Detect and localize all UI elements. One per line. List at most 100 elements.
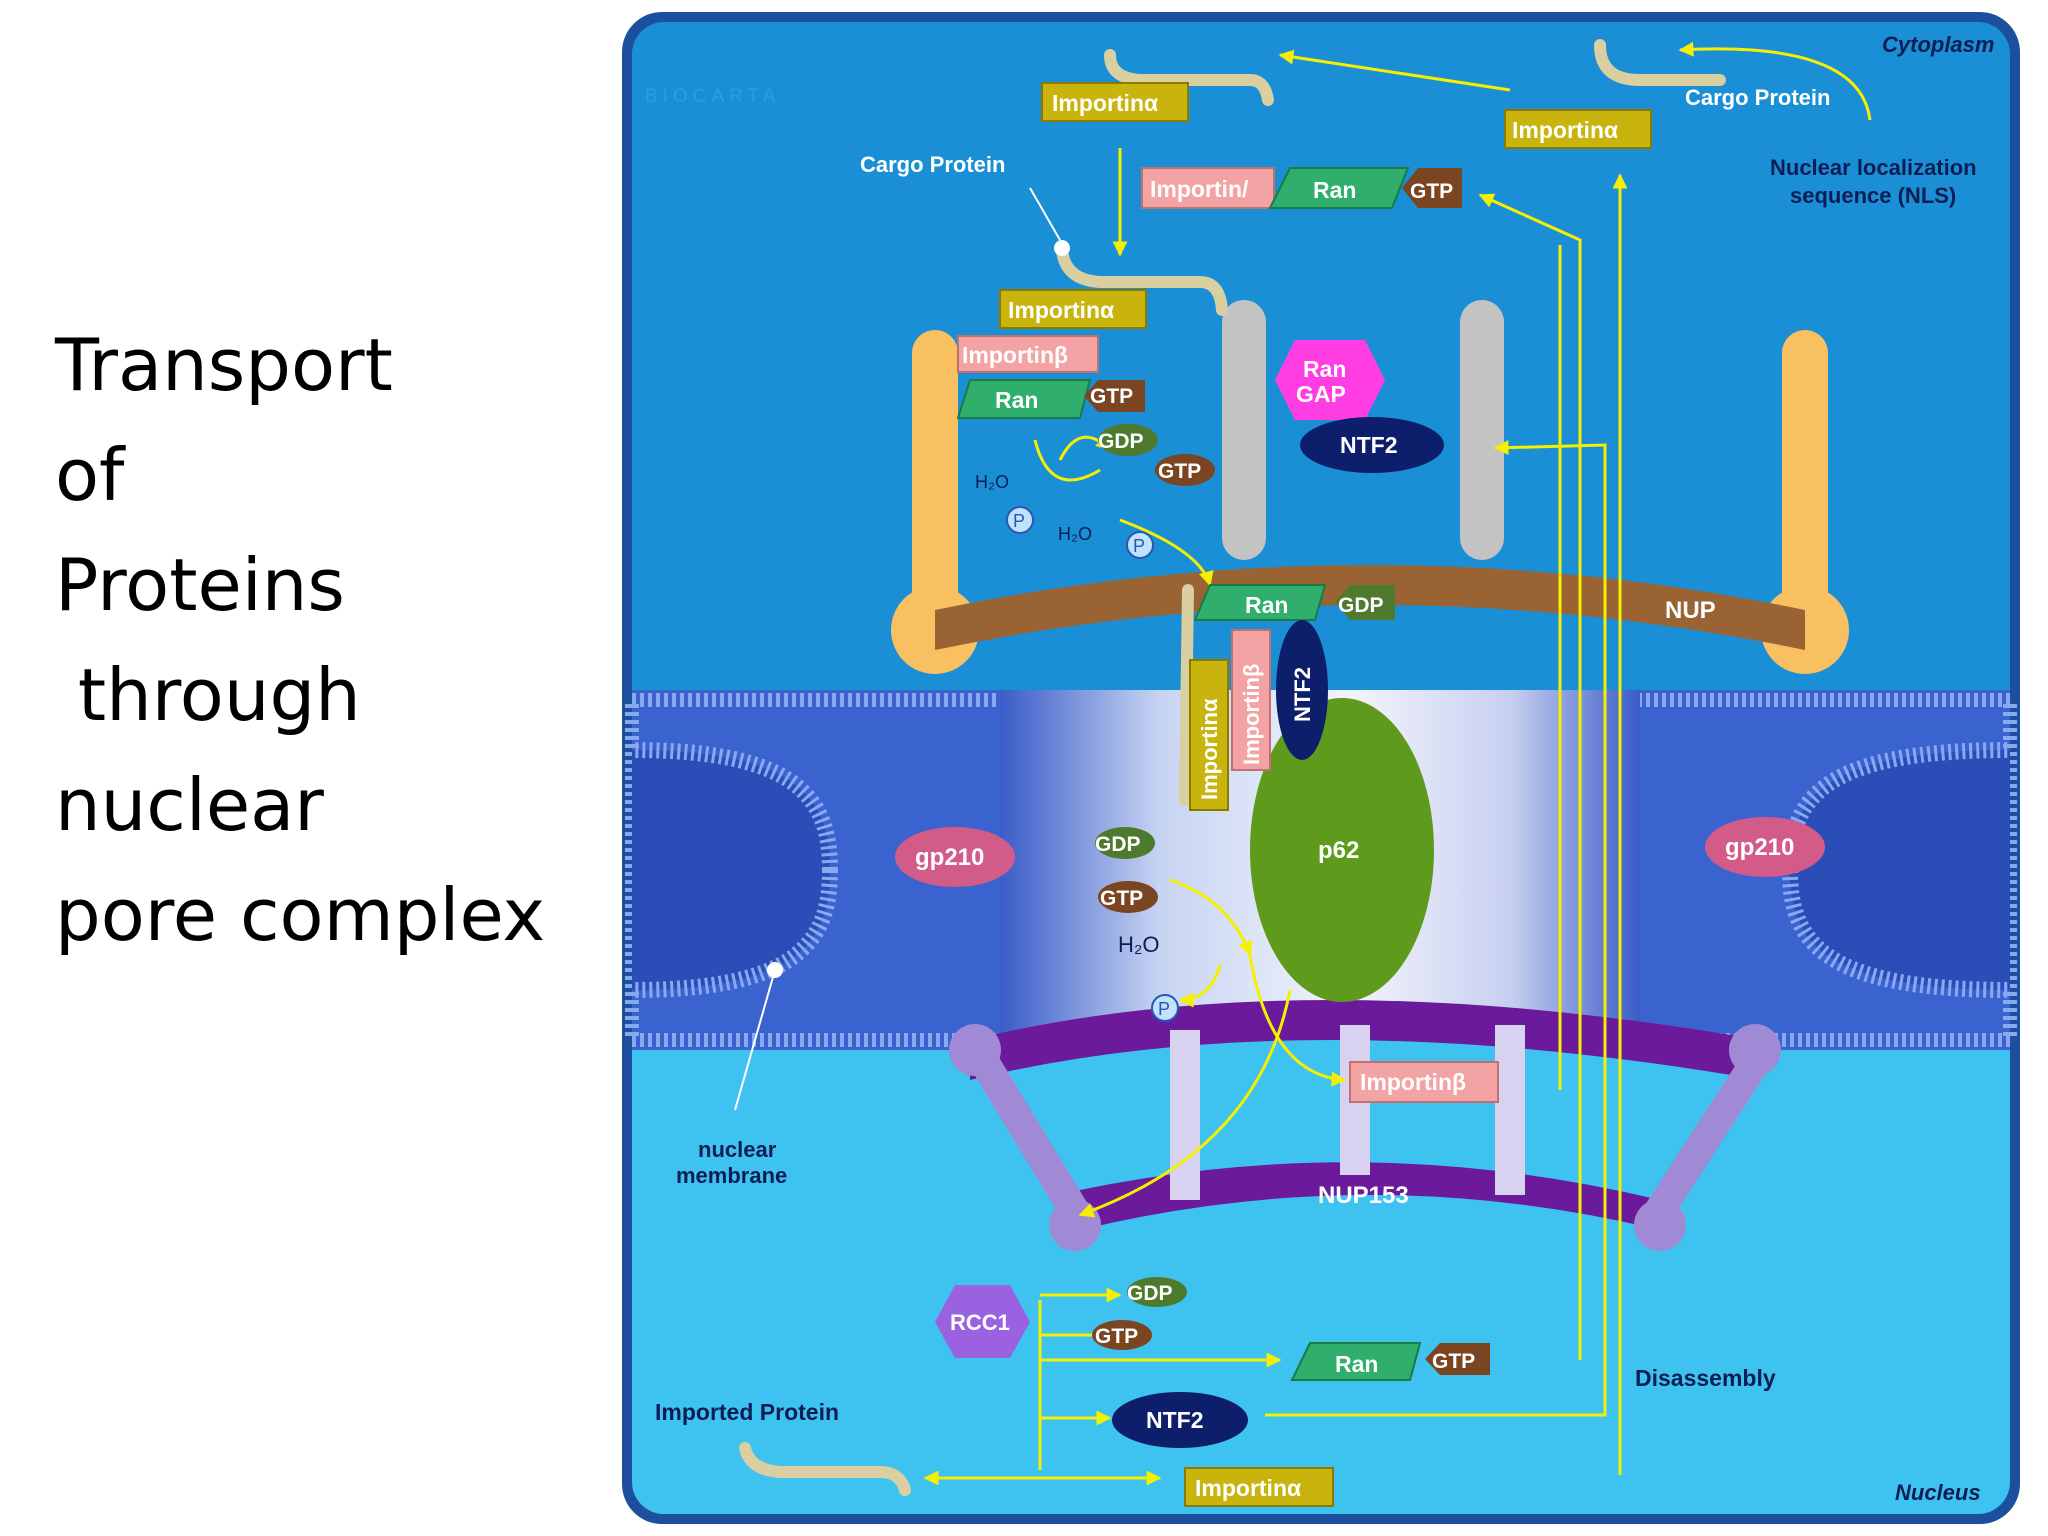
gtp-mid-2-label: GTP [1158, 460, 1201, 483]
nup-label: NUP [1665, 597, 1716, 624]
ran-pore [1193, 584, 1327, 621]
gp210-left [895, 827, 1015, 887]
phosphate-1 [1006, 506, 1034, 534]
phosphate-3-label: P [1158, 999, 1170, 1019]
gtp-pore-low [1098, 881, 1158, 913]
gp210-right-label: gp210 [1725, 834, 1794, 861]
ntf2-top [1300, 417, 1444, 473]
importin-a-vertical [1189, 659, 1229, 811]
molecule-shapes [895, 82, 1825, 1507]
ran-gap-hexagon [1275, 340, 1385, 420]
nls-label-2: sequence (NLS) [1790, 183, 1956, 208]
slide-title: Transport of Proteins through nuclear po… [55, 310, 615, 970]
nuclear-envelope [625, 690, 2017, 1050]
title-line-6: pore complex [55, 873, 546, 957]
gdp-pore-label: GDP [1338, 594, 1384, 617]
importin-b-mid [957, 335, 1099, 373]
disassembly-label: Disassembly [1635, 1365, 1776, 1391]
h2o-2: H₂O [1058, 524, 1092, 544]
title-line-2: of [55, 433, 125, 517]
gdp-mid-label: GDP [1098, 430, 1144, 453]
ran-mid-label: Ran [995, 387, 1038, 413]
nup-structure [891, 300, 1849, 674]
cargo-protein-label-left: Cargo Protein [860, 152, 1005, 177]
importin-b-vertical-label: Importinβ [1239, 664, 1264, 765]
cargo-protein-chains [739, 39, 1726, 1496]
ntf2-nucleus-label: NTF2 [1146, 1407, 1204, 1433]
gtp-nucleus [1092, 1320, 1152, 1350]
ntf2-top-label: NTF2 [1340, 432, 1398, 458]
ran-mid [956, 379, 1092, 419]
transport-arrows [923, 41, 1872, 1486]
diagram-labels: BIOCARTA Cytoplasm Nucleus Cargo Protein… [645, 32, 1994, 1505]
ntf2-nucleus [1112, 1392, 1248, 1448]
gtp-nucleus-label: GTP [1095, 1325, 1138, 1348]
gdp-pore [1335, 585, 1395, 620]
gtp-top-label: GTP [1410, 180, 1453, 203]
nuclear-membrane-label-1: nuclear [698, 1137, 777, 1162]
importin-b-vertical [1231, 629, 1271, 771]
rcc1-hexagon [935, 1285, 1030, 1358]
importin-b-mid-label: Importinβ [962, 342, 1068, 368]
phosphate-3 [1151, 994, 1179, 1022]
gdp-pore-low-label: GDP [1095, 833, 1141, 856]
ran-nucleus-label: Ran [1335, 1351, 1378, 1377]
gtp-nucleus-2-label: GTP [1432, 1350, 1475, 1373]
importin-a-bottom [1184, 1467, 1334, 1507]
importin-a-vertical-label: Importinα [1197, 698, 1222, 800]
title-line-3: Proteins [55, 543, 345, 627]
title-line-4: through [55, 653, 361, 737]
imported-protein-label: Imported Protein [655, 1399, 839, 1425]
importin-a-top [1041, 82, 1189, 122]
ran-gap-label-1: Ran [1303, 356, 1346, 382]
nup153-label: NUP153 [1318, 1182, 1409, 1209]
ntf2-vertical [1276, 620, 1328, 760]
watermark: BIOCARTA [645, 86, 780, 107]
importin-a-right [1504, 109, 1652, 149]
ntf2-vertical-label: NTF2 [1290, 667, 1315, 722]
rcc1-label: RCC1 [950, 1310, 1010, 1335]
importin-b-top [1141, 167, 1275, 209]
phosphate-2 [1126, 531, 1154, 559]
gp210-right [1705, 817, 1825, 877]
ran-gap-label-2: GAP [1296, 381, 1346, 407]
gtp-pore-low-label: GTP [1100, 887, 1143, 910]
phosphate-2-label: P [1133, 536, 1145, 556]
importin-a-right-label: Importinα [1512, 117, 1618, 143]
h2o-1: H₂O [975, 472, 1009, 492]
importin-a-mid [999, 289, 1147, 329]
ran-pore-label: Ran [1245, 592, 1288, 618]
gp210-left-label: gp210 [915, 844, 984, 871]
membrane-pointer [734, 969, 776, 1111]
gtp-nucleus-2 [1425, 1343, 1490, 1375]
ran-nucleus [1290, 1342, 1422, 1381]
p62-protein [1250, 698, 1434, 1002]
gtp-mid-2 [1155, 454, 1215, 486]
importin-b-nucleus [1349, 1061, 1499, 1103]
nuclear-membrane-label-2: membrane [676, 1163, 787, 1188]
nls-label-1: Nuclear localization [1770, 155, 1977, 180]
importin-a-bottom-label: Importinα [1195, 1475, 1301, 1501]
p62-label: p62 [1318, 837, 1359, 864]
gdp-nucleus [1127, 1277, 1187, 1307]
gtp-top [1402, 168, 1462, 208]
cytoplasm-label: Cytoplasm [1882, 32, 1994, 57]
gdp-pore-low [1095, 827, 1155, 859]
title-line-1: Transport [55, 323, 393, 407]
importin-b-top-label: Importin/ [1150, 176, 1249, 202]
gtp-mid [1084, 380, 1145, 412]
ran-top-label: Ran [1313, 177, 1356, 203]
importin-a-top-label: Importinα [1052, 90, 1158, 116]
nucleus-label: Nucleus [1895, 1480, 1981, 1505]
cargo-nls-dot [1054, 240, 1070, 256]
importin-a-mid-label: Importinα [1008, 297, 1114, 323]
importin-b-nucleus-label: Importinβ [1360, 1069, 1466, 1095]
title-line-5: nuclear [55, 763, 324, 847]
gdp-mid [1098, 424, 1158, 456]
phosphate-1-label: P [1013, 511, 1025, 531]
gtp-mid-label: GTP [1090, 385, 1133, 408]
cargo-pointer [1029, 187, 1061, 241]
ran-top [1268, 167, 1410, 209]
cargo-protein-label-top: Cargo Protein [1685, 85, 1830, 110]
